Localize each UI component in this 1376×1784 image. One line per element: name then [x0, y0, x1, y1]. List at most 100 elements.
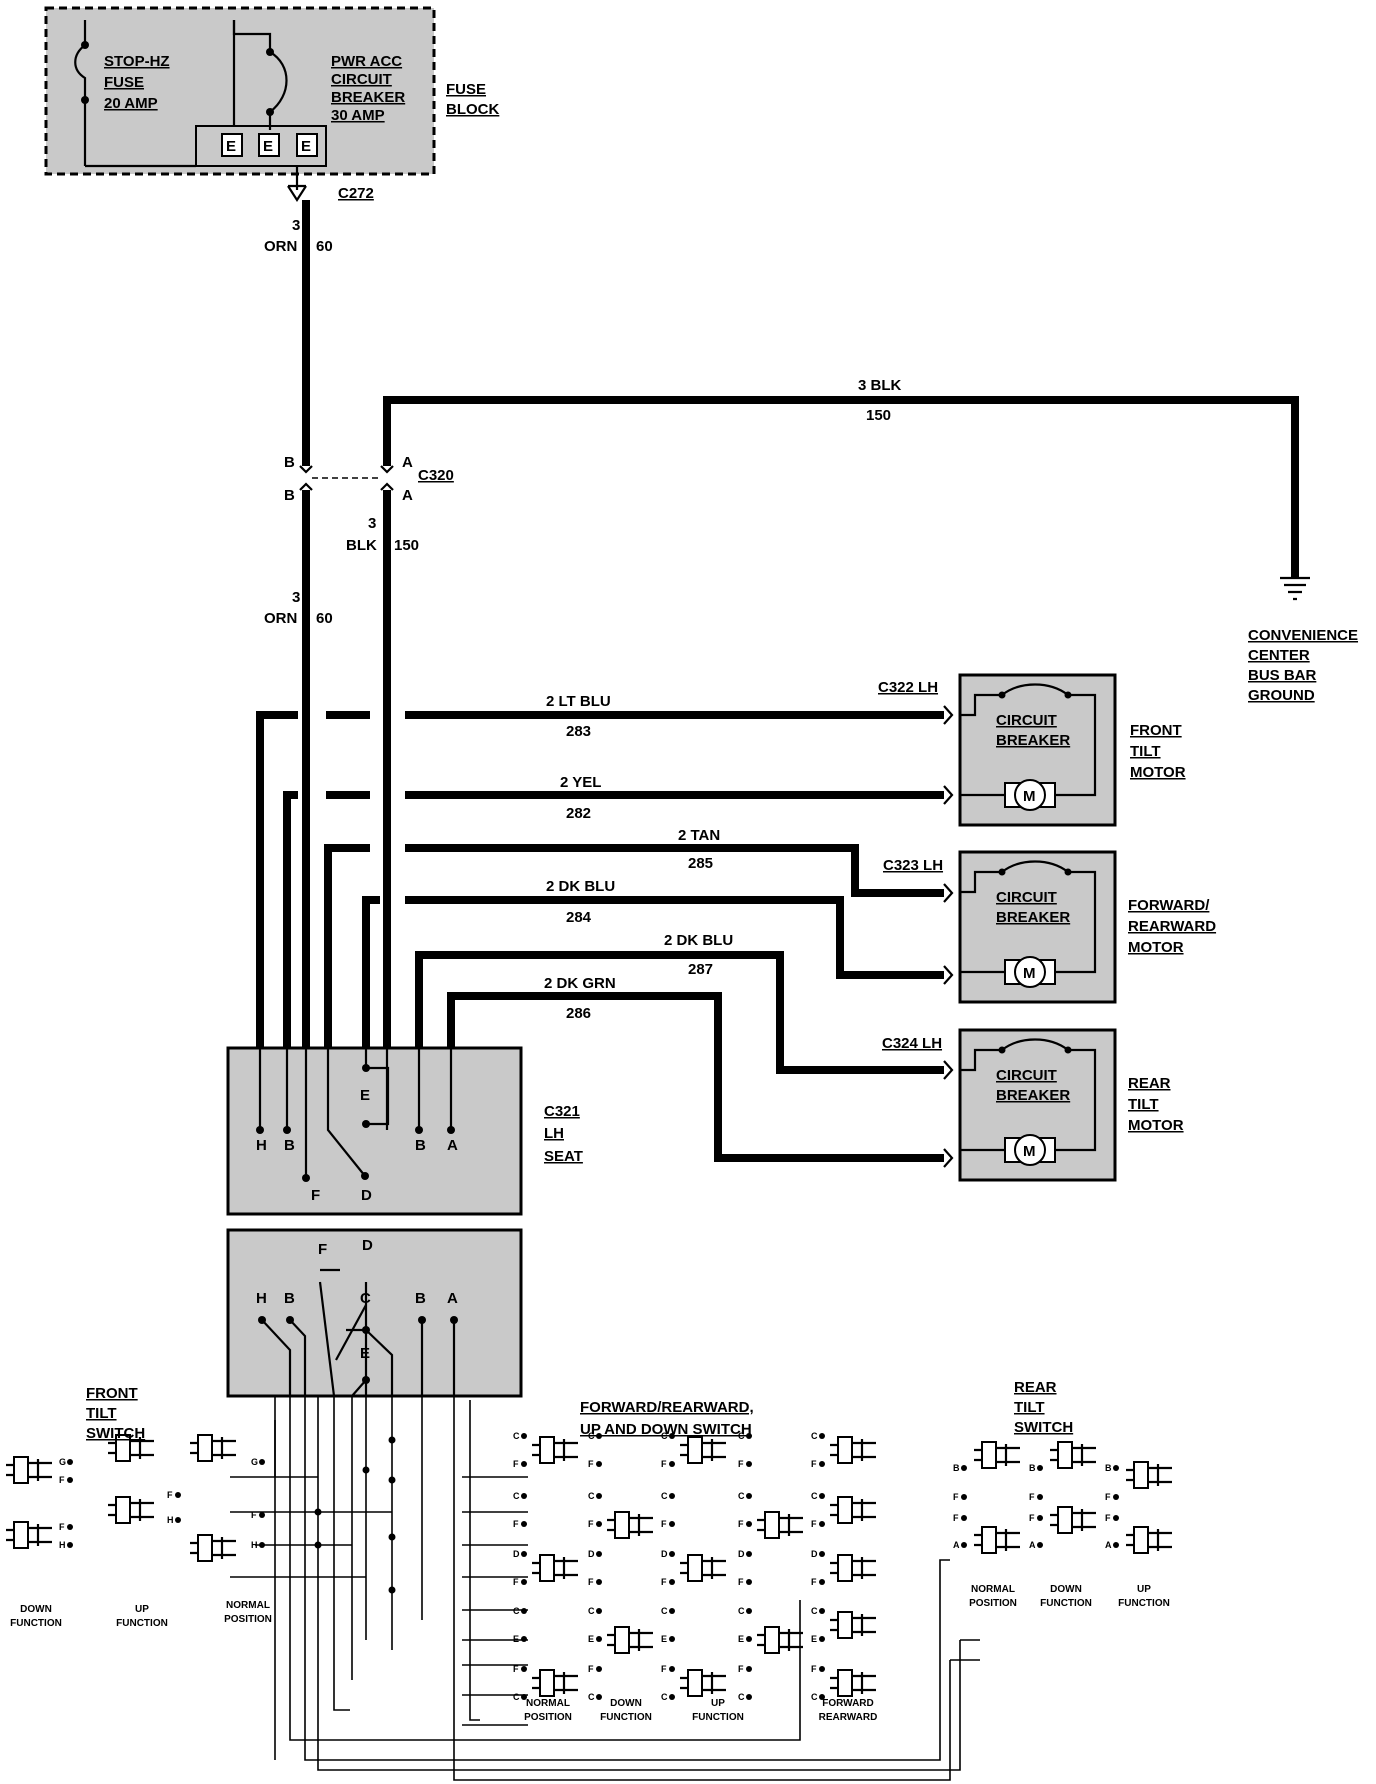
c320-pin: A — [402, 487, 413, 504]
front-tilt-caption: DOWN — [20, 1604, 52, 1615]
switch-pin-label: D — [738, 1549, 745, 1559]
fwd-rwd-switch-contact — [680, 1554, 726, 1582]
switch-pin-label: F — [661, 1664, 667, 1674]
wire-circuit: 150 — [866, 407, 891, 424]
fwd-rwd-switch-contact — [757, 1626, 803, 1654]
c321-pin: E — [360, 1087, 370, 1104]
switch-pin-label: F — [1105, 1492, 1111, 1502]
fwd-rwd-switch-title: FORWARD/REARWARD, — [580, 1399, 754, 1416]
switch-pin-label: F — [59, 1522, 65, 1532]
fuse-label: 20 AMP — [104, 95, 158, 112]
fwd-rwd-caption: POSITION — [524, 1712, 572, 1723]
rear-tilt-normal-contact — [974, 1441, 1020, 1469]
rear-tilt-caption: NORMAL — [971, 1584, 1015, 1595]
breaker-symbol — [232, 20, 288, 113]
fwd-rwd-switch-contact — [830, 1554, 876, 1582]
c321-pin: F — [311, 1187, 320, 1204]
switch-pin-label: F — [738, 1664, 744, 1674]
switch-pin-label: C — [661, 1606, 668, 1616]
ground-label: GROUND — [1248, 687, 1315, 704]
switch-pin-label: A — [1105, 1540, 1112, 1550]
rear-tilt-switch-title: REAR — [1014, 1379, 1057, 1396]
wire-color: 2 DK BLU — [546, 878, 615, 895]
switch-pin-label: F — [738, 1577, 744, 1587]
fwd-rwd-caption: DOWN — [610, 1698, 642, 1709]
motor-name-label: TILT — [1130, 743, 1161, 760]
switch-pin-label: F — [513, 1459, 519, 1469]
switch-pin-label: C — [513, 1491, 520, 1501]
switch-pin-label: A — [953, 1540, 960, 1550]
rear-tilt-up-contact — [1126, 1526, 1172, 1554]
front-tilt-caption: POSITION — [224, 1614, 272, 1625]
front-tilt-down-contact — [6, 1521, 52, 1549]
rear-tilt-switch-title: TILT — [1014, 1399, 1045, 1416]
switch-pin-label: E — [513, 1634, 519, 1644]
wire-gauge: 3 — [292, 217, 300, 234]
switch-pin-label: B — [1105, 1463, 1112, 1473]
fuse-label: STOP-HZ — [104, 53, 170, 70]
front-tilt-up-contact — [108, 1496, 154, 1524]
switch-pin-label: C — [588, 1491, 595, 1501]
switch-pin-label: E — [811, 1634, 817, 1644]
motor-m-label: M — [1023, 788, 1036, 805]
switch-pin-label: F — [1105, 1513, 1111, 1523]
switch-pin-label: F — [811, 1459, 817, 1469]
switch-conn-pin: C — [360, 1290, 371, 1307]
motor-name-label: MOTOR — [1128, 939, 1184, 956]
ground-label: CONVENIENCE — [1248, 627, 1358, 644]
wire-color: 2 DK BLU — [664, 932, 733, 949]
switch-pin-label: D — [588, 1549, 595, 1559]
wire-circuit: 286 — [566, 1005, 591, 1022]
ground-label: CENTER — [1248, 647, 1310, 664]
rear-tilt-normal-contact — [974, 1526, 1020, 1554]
c320-pin: A — [402, 454, 413, 471]
front-tilt-switch-title: FRONT — [86, 1385, 138, 1402]
wire-gauge: 3 — [368, 515, 376, 532]
front-tilt-down-contact — [6, 1456, 52, 1484]
switch-pin-label: C — [661, 1491, 668, 1501]
c322-label: C322 LH — [878, 679, 938, 696]
motor-breaker-label: BREAKER — [996, 909, 1070, 926]
c323-label: C323 LH — [883, 857, 943, 874]
rear-tilt-caption: FUNCTION — [1118, 1598, 1170, 1609]
breaker-label: PWR ACC — [331, 53, 402, 70]
motor-m-label: M — [1023, 965, 1036, 982]
switch-pin-label: F — [1029, 1492, 1035, 1502]
motor-name-label: REAR — [1128, 1075, 1171, 1092]
c321-label: LH — [544, 1125, 564, 1142]
switch-pin-label: H — [167, 1515, 174, 1525]
terminal-label: E — [263, 138, 273, 155]
fwd-rwd-switch-contact — [607, 1511, 653, 1539]
switch-pin-label: F — [1029, 1513, 1035, 1523]
wire-gauge: 3 — [292, 589, 300, 606]
fwd-rwd-switch-contact — [757, 1511, 803, 1539]
wire-color: 2 TAN — [678, 827, 720, 844]
fwd-rwd-switch-contact — [830, 1669, 876, 1697]
switch-pin-label: C — [811, 1606, 818, 1616]
front-tilt-caption: NORMAL — [226, 1600, 270, 1611]
switch-pin-label: D — [661, 1549, 668, 1559]
rear-tilt-down-contact — [1050, 1506, 1096, 1534]
motor-name-label: MOTOR — [1130, 764, 1186, 781]
front-tilt-caption: UP — [135, 1604, 149, 1615]
c320-pin: B — [284, 454, 295, 471]
fwd-rwd-caption: FUNCTION — [692, 1712, 744, 1723]
wire-color: 2 YEL — [560, 774, 601, 791]
wire-circuit: 282 — [566, 805, 591, 822]
fuse-block: E E E STOP-HZ FUSE 20 AMP PWR ACC CIRCUI… — [44, 6, 436, 176]
c320-pin: B — [284, 487, 295, 504]
c321-pin: A — [447, 1137, 458, 1154]
fuse-block-title: FUSE — [446, 81, 486, 98]
fwd-rwd-caption: NORMAL — [526, 1698, 570, 1709]
front-tilt-switch-title: TILT — [86, 1405, 117, 1422]
c321-pin: B — [284, 1137, 295, 1154]
wire-circuit: 283 — [566, 723, 591, 740]
front-tilt-switch-title: SWITCH — [86, 1425, 145, 1442]
switch-pin-label: G — [59, 1457, 66, 1467]
switch-pin-label: F — [251, 1510, 257, 1520]
switch-pin-label: H — [59, 1540, 66, 1550]
fwd-rwd-caption: REARWARD — [819, 1712, 878, 1723]
